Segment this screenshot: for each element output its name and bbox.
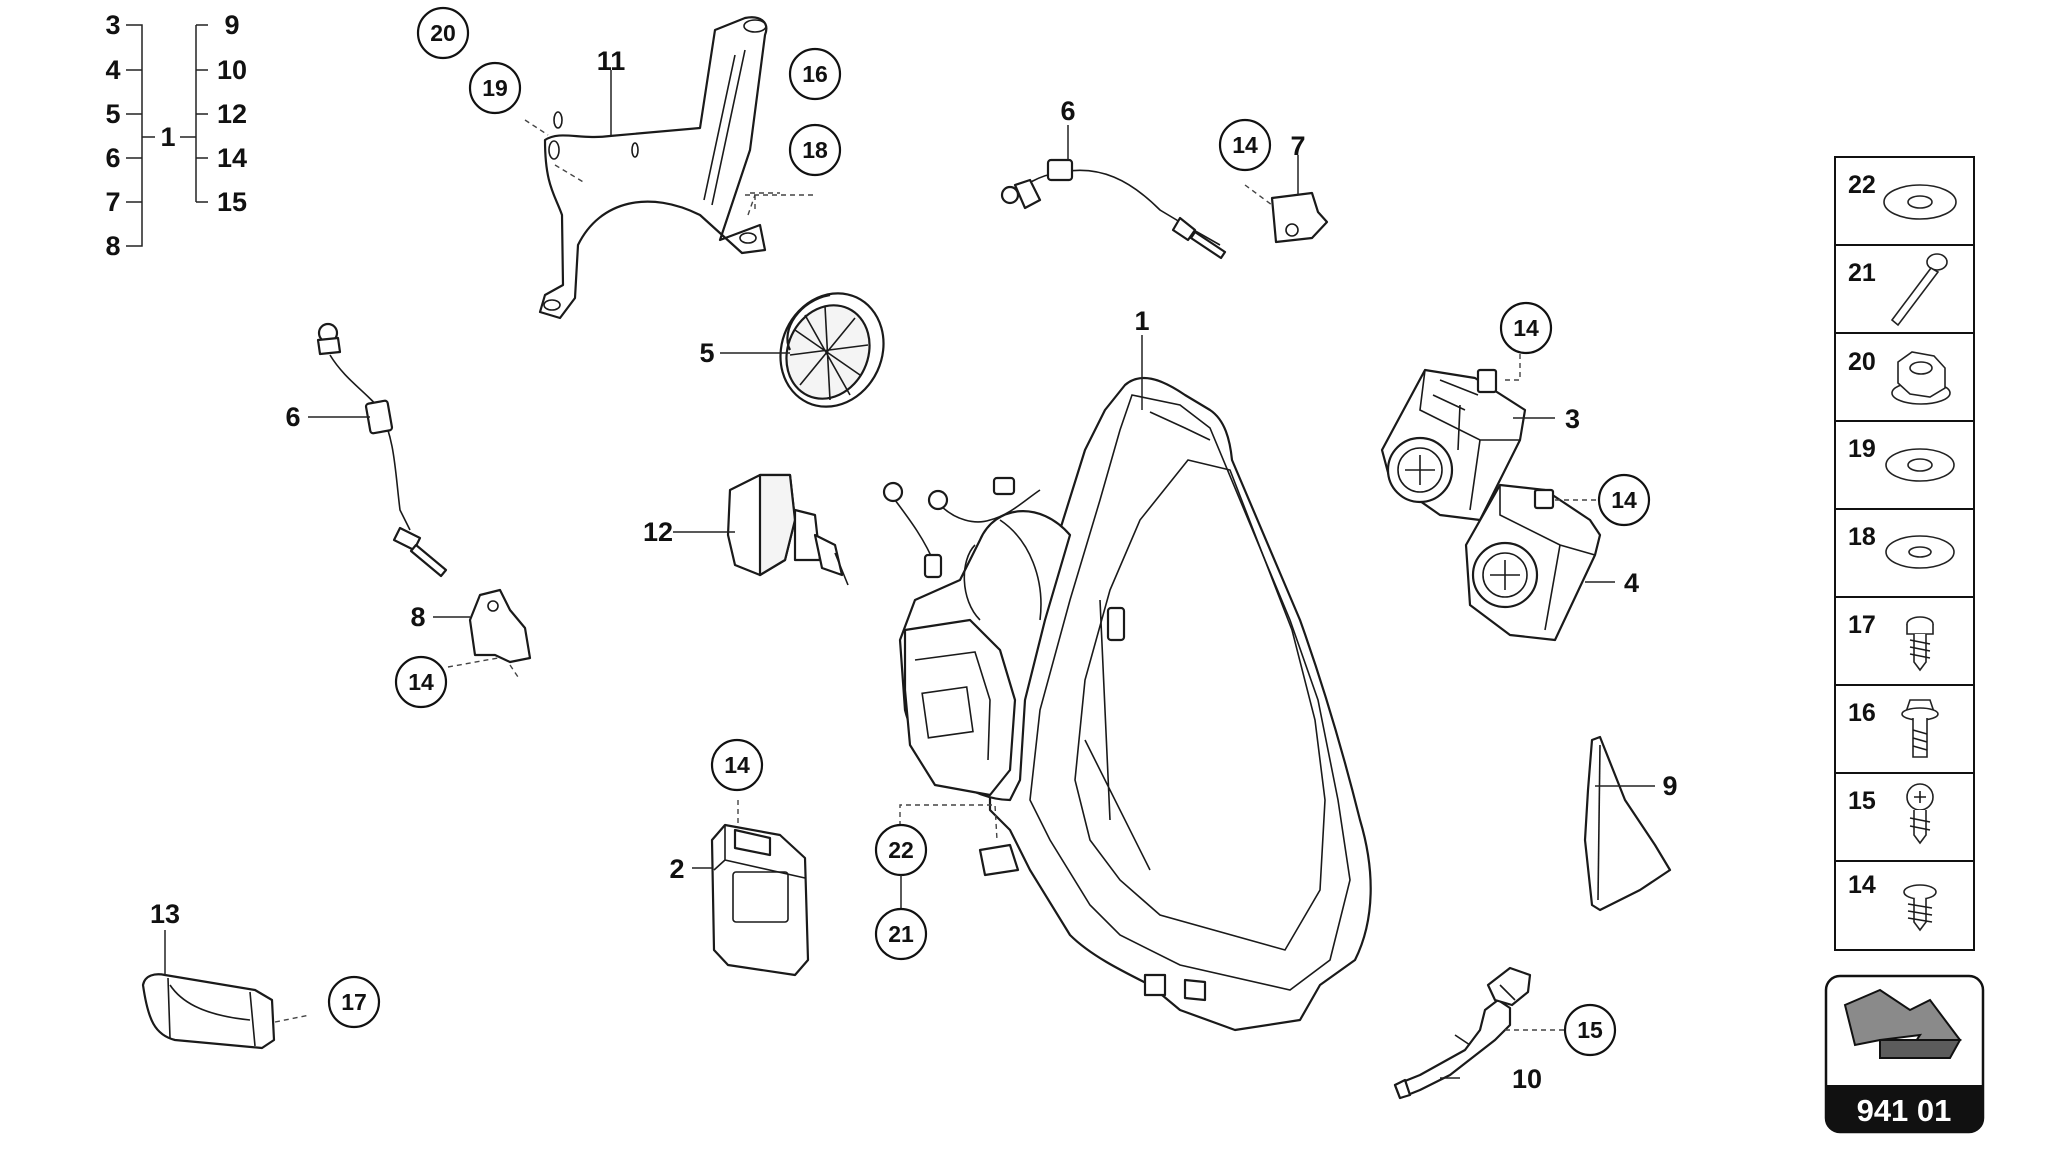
part-label-6-top: 6 (1060, 96, 1075, 126)
part-label-10: 10 (1512, 1064, 1542, 1094)
part-label-6-left: 6 (285, 402, 300, 432)
part-label-8: 8 (410, 602, 425, 632)
callout-circle (1499, 301, 1553, 355)
callout-circle (416, 6, 470, 60)
bracket-11-drawing (524, 16, 815, 320)
callout-circle (468, 61, 522, 115)
callout-circle (710, 738, 764, 792)
legend-15: 15 (1848, 787, 1876, 815)
tree-item: 3 (105, 10, 120, 40)
part-label-13: 13 (150, 899, 180, 929)
sensor-6-top-drawing (1000, 158, 1227, 260)
bracket-8-drawing (447, 588, 532, 681)
legend-20: 20 (1848, 348, 1876, 376)
headlamp-1-drawing (882, 376, 1372, 1032)
nozzle-10-drawing (1393, 966, 1565, 1100)
callout-17: 17 (341, 989, 367, 1015)
callout-circle (1563, 1003, 1617, 1057)
callout-16: 16 (802, 61, 828, 87)
callout-14: 14 (724, 752, 750, 778)
callout-18: 18 (802, 137, 828, 163)
callout-14: 14 (1513, 315, 1539, 341)
callout-circle (788, 47, 842, 101)
structure-tree: 3 4 5 6 7 8 1 9 10 12 14 15 (105, 10, 247, 261)
callout-14: 14 (1232, 132, 1258, 158)
reference-badge: 941 01 (1824, 974, 1985, 1134)
arrow-icon (1843, 988, 1962, 1059)
reference-number: 941 01 (1857, 1093, 1952, 1128)
tree-item: 10 (217, 55, 247, 85)
callout-circle (394, 655, 448, 709)
part-label-5: 5 (699, 338, 714, 368)
callout-circle (1597, 473, 1651, 527)
part-label-2: 2 (669, 854, 684, 884)
nut-icon (1891, 351, 1951, 405)
legend-22: 22 (1848, 171, 1876, 199)
part-label-4: 4 (1624, 568, 1639, 598)
hardware-legend: 22 21 20 19 18 17 (1834, 156, 1975, 951)
callout-22: 22 (888, 837, 914, 863)
screw-icon (1903, 884, 1937, 932)
ballast-3-drawing (1380, 342, 1527, 522)
part-label-1: 1 (1134, 306, 1149, 336)
legend-16: 16 (1848, 699, 1876, 727)
part-label-9: 9 (1662, 771, 1677, 801)
ballast-4-drawing (1464, 483, 1602, 642)
callout-21: 21 (888, 921, 914, 947)
legend-21: 21 (1848, 259, 1876, 287)
bulb-12-drawing (726, 473, 849, 586)
legend-18: 18 (1848, 523, 1876, 551)
callout-20: 20 (430, 20, 456, 46)
part-label-12: 12 (643, 517, 673, 547)
tree-item: 5 (105, 99, 120, 129)
tree-item: 12 (217, 99, 247, 129)
marker-13-drawing (141, 973, 311, 1050)
callout-circle (327, 975, 381, 1029)
part-label-7: 7 (1290, 131, 1305, 161)
legend-14: 14 (1848, 871, 1876, 899)
callout-19: 19 (482, 75, 508, 101)
washer-icon (1885, 448, 1955, 482)
callout-circle (1218, 118, 1272, 172)
cap-5-drawing (779, 292, 885, 408)
tree-item: 15 (217, 187, 247, 217)
screw-icon (1906, 616, 1934, 672)
module-2-drawing (710, 800, 810, 977)
callout-14: 14 (1611, 487, 1637, 513)
bracket-7-drawing (1244, 184, 1329, 244)
tree-item: 7 (105, 187, 120, 217)
screw-icon (1906, 783, 1934, 845)
tree-item: 4 (105, 55, 120, 85)
legend-19: 19 (1848, 435, 1876, 463)
tree-root: 1 (160, 122, 175, 152)
callout-circle (788, 123, 842, 177)
sensor-6-left-drawing (316, 322, 448, 578)
flange-bolt-icon (1901, 699, 1939, 758)
part-label-3: 3 (1565, 404, 1580, 434)
tree-item: 9 (224, 10, 239, 40)
lens-9-drawing (1583, 735, 1672, 912)
washer-icon (1883, 184, 1957, 220)
tree-item: 14 (217, 143, 247, 173)
washer-icon (1885, 535, 1955, 569)
tree-item: 6 (105, 143, 120, 173)
callout-circle (874, 907, 928, 961)
part-label-11: 11 (597, 46, 626, 76)
bolt-icon (1890, 253, 1948, 327)
tree-item: 8 (105, 231, 120, 261)
callout-14: 14 (408, 669, 434, 695)
callout-15: 15 (1577, 1017, 1603, 1043)
legend-17: 17 (1848, 611, 1876, 639)
